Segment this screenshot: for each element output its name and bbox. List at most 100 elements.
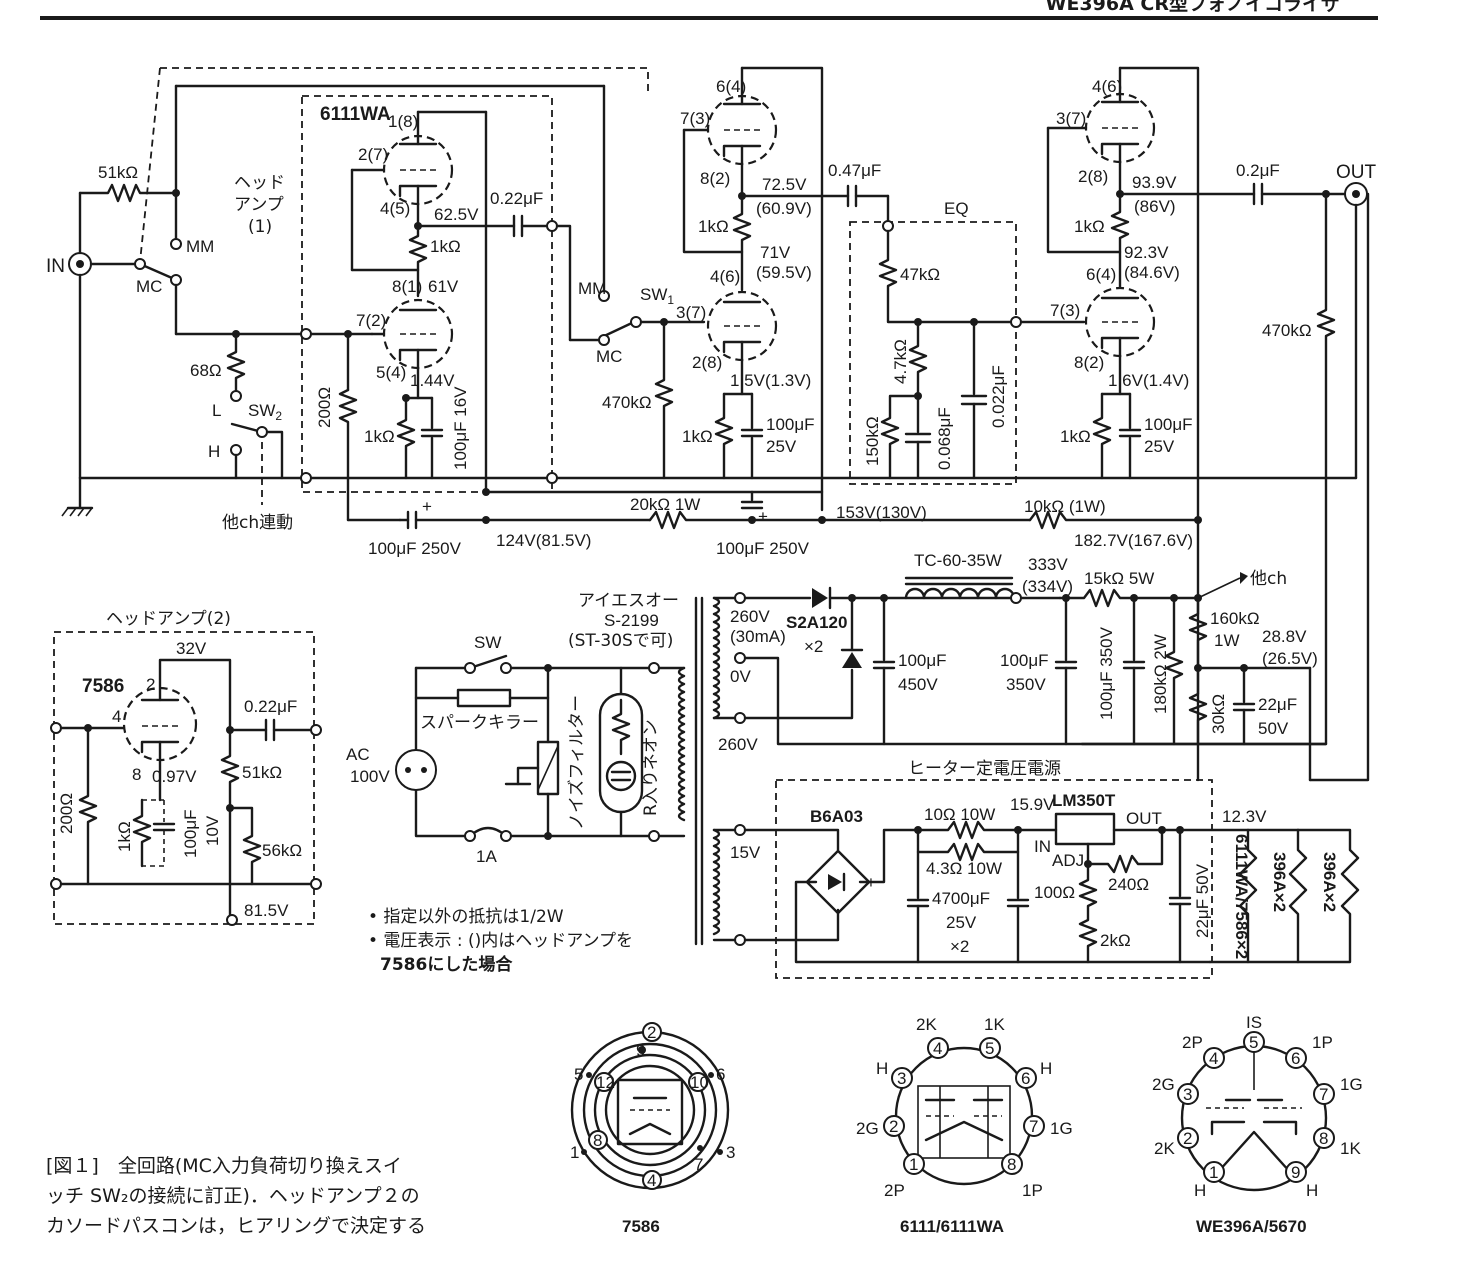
- sec1-i-label: (30mA): [730, 627, 786, 646]
- pin-function-label: 2K: [1154, 1139, 1175, 1158]
- voltage-label: 62.5V: [434, 205, 479, 224]
- pin-label: 5: [574, 1065, 583, 1084]
- headamp1-name: (1): [248, 217, 272, 237]
- v159-label: 15.9V: [1010, 795, 1055, 814]
- r-k-label: 1kΩ: [682, 427, 713, 446]
- r-k-label: 1kΩ: [1060, 427, 1091, 446]
- sec1-label: 260V: [730, 607, 770, 626]
- r-68: [226, 332, 246, 394]
- r-10-10w: [916, 820, 1020, 840]
- r-4k7: [908, 320, 928, 398]
- pin-label: 4: [112, 707, 121, 726]
- pin-label: 8(2): [1074, 353, 1104, 372]
- r-15k: [1058, 588, 1200, 608]
- pin-label: 5(4): [376, 363, 406, 382]
- diode-label: S2A120: [786, 613, 847, 632]
- c-k-label: 25V: [766, 437, 797, 456]
- figure-caption: カソードパスコンは，ヒアリングで決定する: [46, 1215, 426, 1237]
- pin-label: 1: [570, 1143, 579, 1162]
- c2-v-label: 350V: [1006, 675, 1046, 694]
- c-047-label: 0.47μF: [828, 161, 881, 180]
- r200-label: 200Ω: [57, 793, 76, 834]
- heater-load-6111: [1238, 828, 1258, 964]
- c22-label: 22μF: [1258, 695, 1297, 714]
- r-51k-label: 51kΩ: [98, 163, 138, 182]
- r-20k: [648, 510, 1032, 530]
- pin-label: 4: [647, 1171, 656, 1190]
- pin-function-label: 2P: [1182, 1033, 1203, 1052]
- r-200-label: 200Ω: [315, 387, 334, 428]
- ck-label: 100μF: [181, 809, 200, 858]
- ic-in-label: IN: [1034, 837, 1051, 856]
- pin-function-label: 1K: [984, 1015, 1005, 1034]
- c-out-label: 0.22μF: [244, 697, 297, 716]
- pin-label: 3(7): [676, 303, 706, 322]
- pin-function-label: IS: [1246, 1013, 1262, 1032]
- pin-label: 8(2): [700, 169, 730, 188]
- power-switch[interactable]: [468, 654, 508, 670]
- pin-label: 2: [647, 1023, 656, 1042]
- r-180k: [1164, 596, 1184, 746]
- pin-function-label: 1P: [1312, 1033, 1333, 1052]
- pin-label: 6: [1021, 1069, 1030, 1088]
- load3-label: 396A×2: [1320, 852, 1339, 912]
- pin-label: 7: [1029, 1117, 1038, 1136]
- pin-label: 2(8): [1078, 167, 1108, 186]
- r-1k-s1: [732, 194, 752, 292]
- eq-box: [849, 221, 1017, 485]
- r-47k: [878, 229, 1018, 324]
- eq-label: EQ: [944, 199, 969, 218]
- pin-label: 7(3): [680, 109, 710, 128]
- r43-label: 4.3Ω 10W: [926, 859, 1002, 878]
- mc-contact-input: [170, 274, 182, 286]
- mc-contact-sw1: [598, 334, 610, 346]
- ic-label: LM350T: [1052, 791, 1116, 810]
- pin-label: 2: [889, 1117, 898, 1136]
- v333-label: 333V: [1028, 555, 1068, 574]
- out-label: OUT: [1336, 162, 1377, 183]
- heater-load-396a-1: [1288, 828, 1308, 964]
- ac-v-label: 100V: [350, 767, 390, 786]
- c-068-label: 0.068μF: [935, 407, 954, 470]
- other-ch-arrow: [1197, 577, 1241, 599]
- pin-label: 8: [1007, 1155, 1016, 1174]
- pin-label: 8(1): [392, 277, 422, 296]
- mc-label-input: MC: [136, 277, 162, 296]
- vk-label: 0.97V: [152, 767, 197, 786]
- pin-function-label: 2G: [1152, 1075, 1175, 1094]
- note-line: 7586にした場合: [380, 954, 513, 975]
- voltage-label: 71V: [760, 243, 791, 262]
- r-1k-s2-label: 1kΩ: [1074, 217, 1105, 236]
- xfmr-label: (ST-30Sで可): [568, 631, 673, 651]
- xfmr-label: S-2199: [604, 611, 659, 630]
- heater-title: ヒーター定電圧電源: [908, 759, 1061, 779]
- v32-label: 32V: [176, 639, 207, 658]
- r-30k: [1188, 666, 1208, 746]
- pin-function-label: 1G: [1050, 1119, 1073, 1138]
- r-4k7-label: 4.7kΩ: [891, 339, 910, 384]
- v123-label: 12.3V: [1222, 807, 1267, 826]
- pin-label: 6(4): [1086, 265, 1116, 284]
- r-1k-ha1-k: [396, 396, 416, 480]
- r-15k-label: 15kΩ 5W: [1084, 569, 1154, 588]
- c-02-label: 0.2μF: [1236, 161, 1280, 180]
- note-line: • 電圧表示 : ()内はヘッドアンプを: [368, 931, 633, 951]
- pin-function-label: 2G: [856, 1119, 879, 1138]
- voltage-label: 1.6V(1.4V): [1108, 371, 1189, 390]
- v28b-label: (26.5V): [1262, 649, 1318, 668]
- sec2-label: 260V: [718, 735, 758, 754]
- voltage-label: 1.5V(1.3V): [730, 371, 811, 390]
- xfmr-label: アイエスオー: [578, 591, 679, 611]
- mm-contact-input: [170, 238, 182, 250]
- noise-filter-label: ノイズフィルター: [567, 695, 587, 830]
- pinout-7586: 2 9 5 6 12 10 8 1 7 3 4 7586: [570, 1022, 735, 1236]
- spark-killer: [456, 688, 512, 708]
- headamp1-name: ヘッド: [234, 173, 285, 193]
- fuse-label: 1A: [476, 847, 497, 866]
- sw2-l-label: L: [212, 401, 221, 420]
- pin-label: 1: [909, 1155, 918, 1174]
- r-180k-label: 180kΩ 2W: [1151, 634, 1170, 714]
- headamp2-title: ヘッドアンプ(2): [106, 609, 231, 629]
- c4700-n-label: ×2: [950, 937, 969, 956]
